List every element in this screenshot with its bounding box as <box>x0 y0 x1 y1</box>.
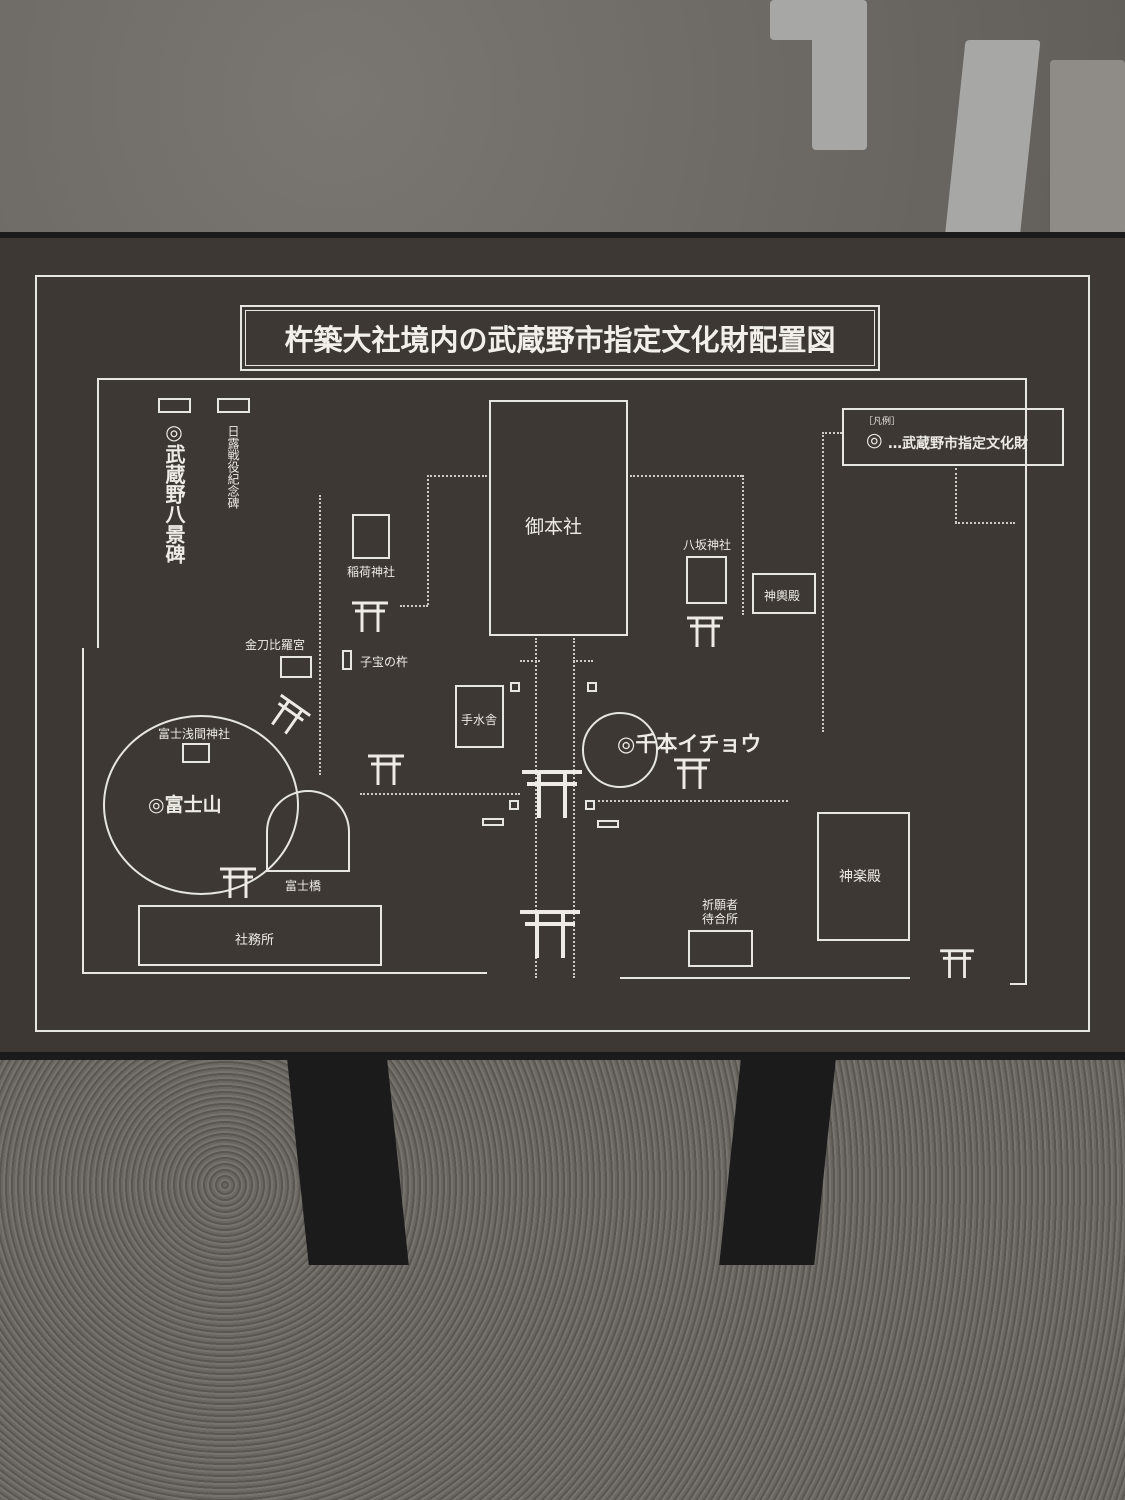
fuji-sengen-shrine <box>182 743 210 763</box>
gohonsha-building: 御本社 <box>489 400 628 636</box>
label-yasaka: 八坂神社 <box>683 538 732 552</box>
yasaka-shrine <box>686 556 727 604</box>
boundary-bottom-right <box>620 977 910 979</box>
torii-gate-icon <box>220 867 256 898</box>
gravel-ground-top <box>0 0 1125 240</box>
lantern-marker <box>585 800 595 810</box>
path-dotted <box>400 605 428 607</box>
torii-gate-main-icon <box>522 770 582 818</box>
path-dotted <box>535 638 537 978</box>
boundary-bottom-corner <box>1010 983 1027 985</box>
boundary-top <box>97 378 1027 380</box>
path-dotted <box>598 800 788 802</box>
label-fuji-sengen: 富士浅間神社 <box>158 727 231 741</box>
label-nichiro: 日露戦役紀念碑 <box>226 425 240 509</box>
torii-gate-icon <box>368 754 404 785</box>
label-musashino-hakkei: ◎武蔵野八景碑 <box>162 420 186 564</box>
label-fujisan: ◎富士山 <box>148 794 222 816</box>
path-dotted <box>573 660 593 662</box>
path-dotted <box>319 495 321 775</box>
boundary-right <box>1025 378 1027 984</box>
torii-gate-icon <box>352 601 388 632</box>
path-dotted <box>427 475 487 477</box>
title-box: 杵築大社境内の武蔵野市指定文化財配置図 <box>240 305 880 371</box>
label-konpira: 金刀比羅宮 <box>245 638 306 652</box>
torii-gate-icon <box>687 616 723 647</box>
inari-shrine <box>352 514 390 559</box>
senbon-icho-tree <box>582 712 658 788</box>
label-kiganja-2: 待合所 <box>702 912 739 926</box>
lantern-marker <box>510 682 520 692</box>
lantern-marker <box>509 800 519 810</box>
boundary-left <box>97 378 99 648</box>
lantern-marker <box>587 682 597 692</box>
legend-heading: ［凡例］ <box>864 417 901 427</box>
torii-gate-icon <box>271 693 312 735</box>
konpira-shrine <box>280 656 312 678</box>
gravel-ground-bottom <box>0 1050 1125 1500</box>
kaguraden-building: 神楽殿 <box>817 812 910 941</box>
torii-gate-icon <box>940 949 974 978</box>
sign-title: 杵築大社境内の武蔵野市指定文化財配置図 <box>284 323 836 357</box>
boundary-bottom-left <box>82 972 487 974</box>
label-inari: 稲荷神社 <box>347 565 396 579</box>
shamusho-building: 社務所 <box>138 905 382 966</box>
stone-post <box>812 0 867 150</box>
path-dotted <box>573 638 575 978</box>
lantern-marker <box>597 820 619 828</box>
kodakara-marker <box>342 650 352 670</box>
boundary-left-lower <box>82 648 84 973</box>
fuji-pond <box>266 790 350 872</box>
label-mikoshiden: 神輿殿 <box>764 589 801 603</box>
torii-gate-icon <box>674 758 710 789</box>
lantern-marker <box>482 818 504 826</box>
monument-hakkei-marker <box>158 398 191 413</box>
label-shamusho: 社務所 <box>235 933 275 948</box>
path-dotted <box>955 468 957 523</box>
label-kiganja-1: 祈願者 <box>702 898 739 912</box>
path-dotted <box>822 432 824 732</box>
label-kaguraden: 神楽殿 <box>839 869 881 885</box>
path-dotted <box>630 475 742 477</box>
kiganja-building <box>688 930 753 967</box>
sign-leg-left <box>287 1060 409 1265</box>
path-dotted <box>360 793 520 795</box>
sign-inner-border <box>35 275 1090 1032</box>
legend-symbol: ◎ <box>866 429 883 451</box>
label-kodakara: 子宝の杵 <box>360 655 409 669</box>
torii-gate-main-icon <box>520 910 580 958</box>
label-fujibashi: 富士橋 <box>285 879 322 893</box>
path-dotted <box>427 475 429 605</box>
legend-box: ［凡例］ ◎ …武蔵野市指定文化財 <box>842 408 1064 466</box>
monument-nichiro-marker <box>217 398 250 413</box>
label-gohonsha: 御本社 <box>525 516 583 538</box>
path-dotted <box>742 475 744 615</box>
stone-wall <box>1050 60 1125 235</box>
temizuya-building: 手水舎 <box>455 685 504 748</box>
mikoshiden-building: 神輿殿 <box>752 573 816 614</box>
legend-text: …武蔵野市指定文化財 <box>888 436 1028 452</box>
path-dotted <box>822 432 842 434</box>
path-dotted <box>955 522 1015 524</box>
path-dotted <box>520 660 540 662</box>
stone-post <box>770 0 820 40</box>
label-senbon-icho: ◎千本イチョウ <box>617 732 762 756</box>
label-temizuya: 手水舎 <box>461 713 498 727</box>
